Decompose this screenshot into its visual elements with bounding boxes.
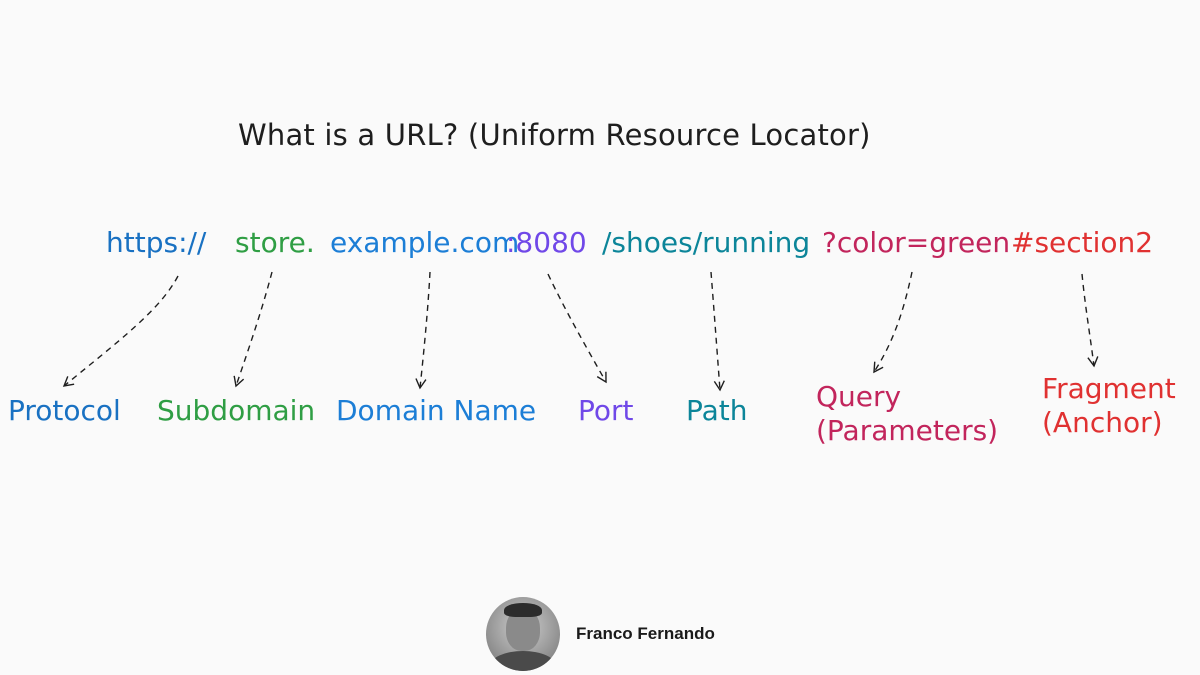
url-domain: example.com (330, 226, 520, 259)
label-query-line1: Query (816, 380, 902, 413)
diagram-title: What is a URL? (Uniform Resource Locator… (238, 118, 871, 152)
url-port: :8080 (506, 226, 587, 259)
avatar (486, 597, 560, 671)
arrow-port (547, 273, 607, 384)
label-fragment: Fragment (Anchor) (1042, 372, 1176, 440)
arrow-domain (415, 271, 431, 390)
label-fragment-line2: (Anchor) (1042, 406, 1163, 439)
label-query: Query (Parameters) (816, 380, 998, 448)
url-path: /shoes/running (602, 226, 811, 259)
label-query-line2: (Parameters) (816, 414, 999, 447)
label-path: Path (686, 394, 748, 427)
label-protocol: Protocol (8, 394, 121, 427)
label-subdomain: Subdomain (157, 394, 316, 427)
arrow-query (873, 271, 913, 374)
author-name: Franco Fernando (576, 624, 715, 643)
arrow-fragment (1081, 273, 1099, 368)
url-subdomain: store. (235, 226, 315, 259)
label-port: Port (578, 394, 634, 427)
arrow-path (710, 271, 725, 392)
arrow-subdomain (233, 271, 273, 388)
url-fragment: #section2 (1011, 226, 1154, 259)
url-protocol: https:// (106, 226, 207, 259)
label-domain-name: Domain Name (336, 394, 537, 427)
url-query: ?color=green (822, 226, 1011, 259)
label-fragment-line1: Fragment (1042, 372, 1176, 405)
author-badge: Franco Fernando (486, 597, 715, 671)
arrow-protocol (62, 275, 179, 387)
